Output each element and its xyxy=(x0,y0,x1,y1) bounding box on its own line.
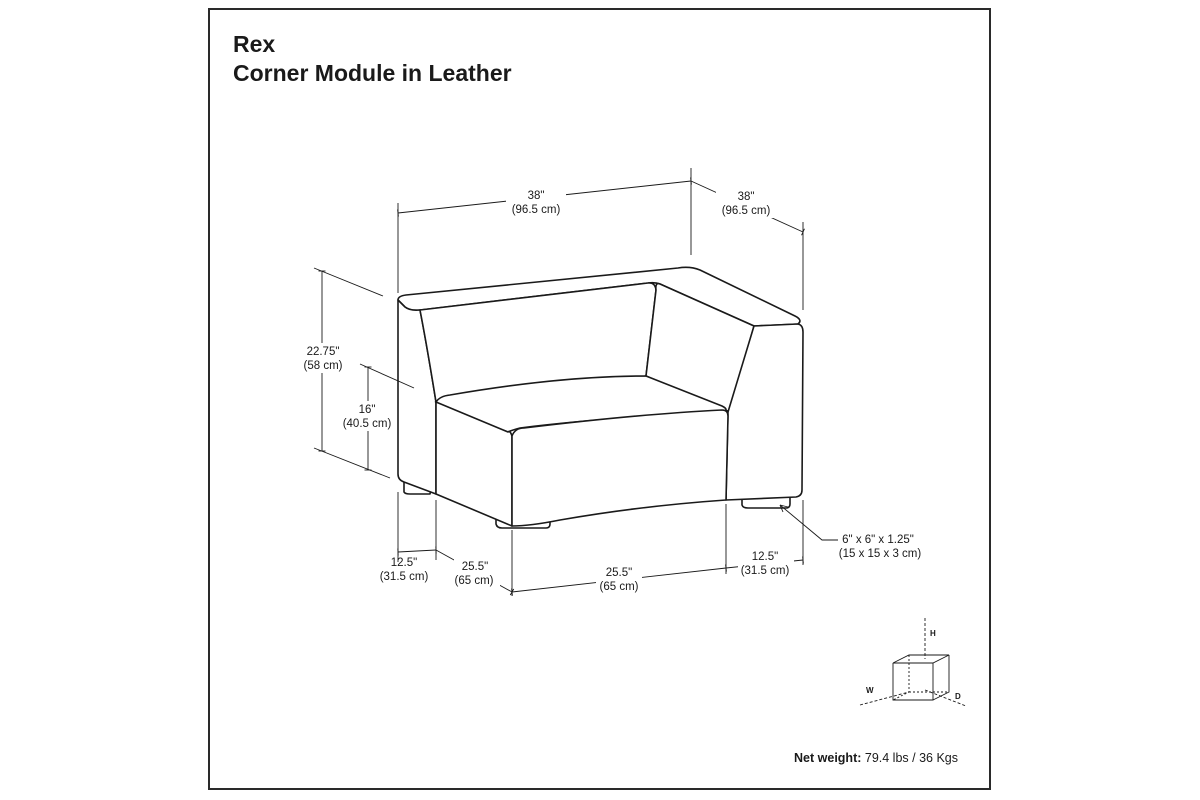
net-weight-label: Net weight: xyxy=(794,751,862,765)
top-depth-metric: (96.5 cm) xyxy=(722,205,771,217)
axis-w-label: W xyxy=(866,686,874,695)
axis-h-label: H xyxy=(930,629,936,638)
product-title: Rex Corner Module in Leather xyxy=(233,30,512,88)
top-width-metric: (96.5 cm) xyxy=(512,204,561,216)
seat-height-imperial: 16" xyxy=(359,404,376,416)
arm-right-metric: (31.5 cm) xyxy=(741,565,790,577)
seat-depth-metric: (65 cm) xyxy=(455,575,494,587)
top-depth-imperial: 38" xyxy=(738,191,755,203)
diagram-frame xyxy=(208,8,991,790)
product-name: Corner Module in Leather xyxy=(233,60,512,86)
back-height-imperial: 22.75" xyxy=(307,346,340,358)
net-weight: Net weight: 79.4 lbs / 36 Kgs xyxy=(794,751,958,765)
brand-name: Rex xyxy=(233,31,276,57)
back-height-metric: (58 cm) xyxy=(304,360,343,372)
seat-width-metric: (65 cm) xyxy=(600,581,639,593)
top-width-imperial: 38" xyxy=(528,190,545,202)
dimension-labels: 38" (96.5 cm) 38" (96.5 cm) 22.75" (58 c… xyxy=(298,187,921,593)
seat-depth-imperial: 25.5" xyxy=(462,561,488,573)
right-arm-front xyxy=(725,323,804,501)
foot-metric: (15 x 15 x 3 cm) xyxy=(839,548,922,560)
axis-legend-icon xyxy=(859,618,967,707)
arm-left-metric: (31.5 cm) xyxy=(380,571,429,583)
net-weight-value: 79.4 lbs / 36 Kgs xyxy=(864,751,958,765)
foot-imperial: 6" x 6" x 1.25" xyxy=(842,534,914,546)
seat-height-metric: (40.5 cm) xyxy=(343,418,392,430)
sofa-drawing xyxy=(397,266,804,529)
arm-left-imperial: 12.5" xyxy=(391,557,417,569)
axis-d-label: D xyxy=(955,692,961,701)
seat-front xyxy=(511,409,729,527)
seat-width-imperial: 25.5" xyxy=(606,567,632,579)
arm-right-imperial: 12.5" xyxy=(752,551,778,563)
